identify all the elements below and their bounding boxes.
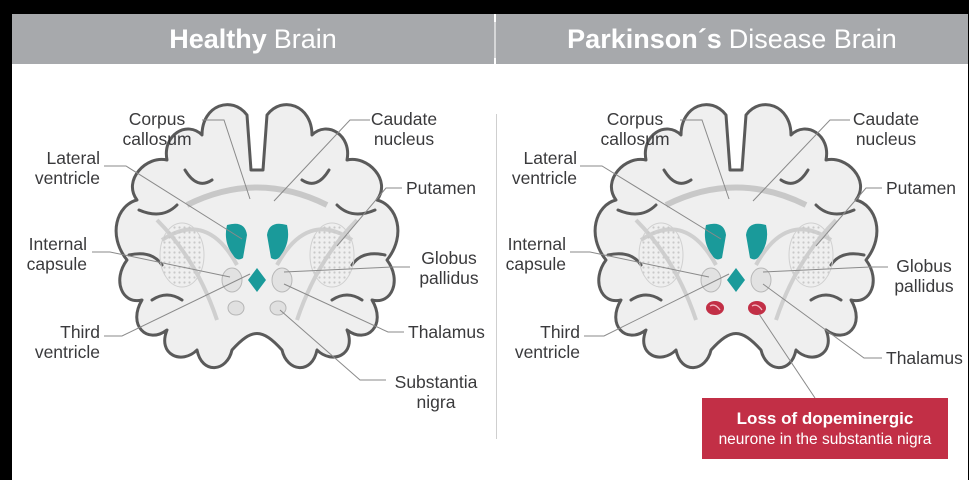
parkinsons-substantia-nigra-left: [706, 301, 724, 315]
healthy-label-globus-pallidus-2: pallidus: [419, 268, 479, 288]
healthy-label-corpus-callosum-2: callosum: [122, 129, 191, 149]
figure-frame: Healthy Brain Parkinson´s Disease Brain: [12, 14, 968, 480]
pd-label-internal-capsule-2: capsule: [506, 254, 566, 274]
healthy-label-lateral-ventricle-1: Lateral: [46, 148, 100, 168]
healthy-substantia-nigra-left: [228, 301, 244, 315]
callout-subtitle: neurone in the substantia nigra: [702, 431, 948, 449]
healthy-label-caudate-nucleus-1: Caudate: [371, 109, 437, 129]
healthy-label-corpus-callosum-1: Corpus: [129, 109, 186, 129]
pd-label-internal-capsule-1: Internal: [508, 234, 566, 254]
healthy-label-lateral-ventricle-2: ventricle: [35, 168, 100, 188]
pd-label-lateral-ventricle-1: Lateral: [523, 148, 577, 168]
healthy-label-globus-pallidus-1: Globus: [421, 248, 477, 268]
healthy-label-caudate-nucleus-2: nucleus: [374, 129, 435, 149]
pd-label-lateral-ventricle-2: ventricle: [512, 168, 577, 188]
pd-label-third-ventricle-1: Third: [540, 322, 580, 342]
pd-label-thalamus: Thalamus: [886, 348, 963, 368]
callout-title: Loss of dopeminergic: [702, 409, 948, 429]
pd-label-corpus-callosum-2: callosum: [600, 129, 669, 149]
pd-label-caudate-nucleus-1: Caudate: [853, 109, 919, 129]
healthy-label-substantia-nigra-1: Substantia: [395, 372, 478, 392]
pd-label-third-ventricle-2: ventricle: [515, 342, 580, 362]
pd-label-globus-pallidus-2: pallidus: [894, 276, 954, 296]
pd-label-corpus-callosum-1: Corpus: [607, 109, 664, 129]
pd-label-putamen: Putamen: [886, 178, 956, 198]
healthy-label-thalamus: Thalamus: [408, 322, 485, 342]
healthy-label-third-ventricle-1: Third: [60, 322, 100, 342]
healthy-label-substantia-nigra-2: nigra: [417, 392, 456, 412]
parkinsons-substantia-nigra-right: [748, 301, 766, 315]
healthy-label-putamen: Putamen: [406, 178, 476, 198]
pd-label-globus-pallidus-1: Globus: [896, 256, 952, 276]
healthy-label-internal-capsule-1: Internal: [29, 234, 87, 254]
healthy-label-third-ventricle-2: ventricle: [35, 342, 100, 362]
pd-label-caudate-nucleus-2: nucleus: [856, 129, 917, 149]
dopaminergic-loss-callout: Loss of dopeminergic neurone in the subs…: [702, 398, 948, 459]
healthy-label-internal-capsule-2: capsule: [27, 254, 87, 274]
